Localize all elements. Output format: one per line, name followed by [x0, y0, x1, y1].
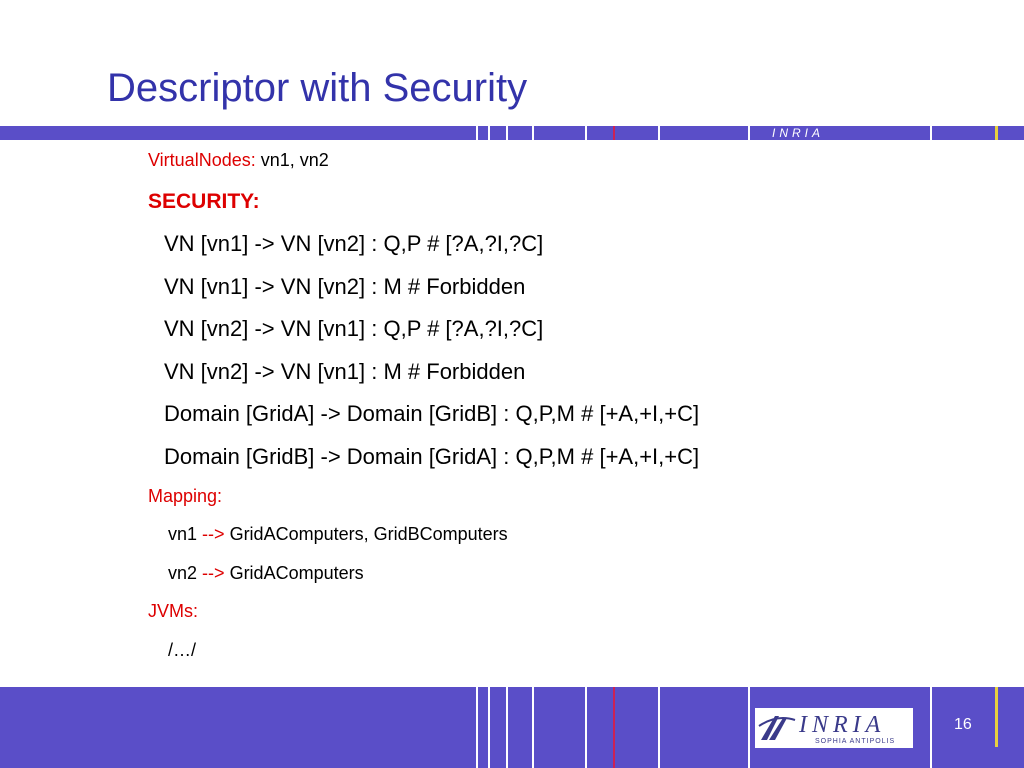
header-band: [0, 126, 1024, 140]
band-line: [585, 126, 587, 140]
band-line: [476, 126, 478, 140]
inria-logo-text: INRIA: [799, 712, 886, 738]
inria-logo: INRIA SOPHIA ANTIPOLIS: [755, 708, 913, 748]
mapping-line: vn1 --> GridAComputers, GridBComputers: [168, 524, 508, 545]
band-line: [476, 687, 478, 768]
mapping-node: vn2: [168, 563, 198, 583]
mapping-node: vn1: [168, 524, 198, 544]
jvms-value: /…/: [168, 640, 197, 660]
virtualnodes-line: VirtualNodes: vn1, vn2: [148, 150, 329, 171]
security-rule: Domain [GridA] -> Domain [GridB] : Q,P,M…: [164, 401, 700, 426]
band-line: [995, 126, 998, 140]
band-line: [585, 687, 587, 768]
band-line: [748, 126, 750, 140]
inria-logo-small: INRIA: [772, 126, 825, 140]
band-line: [930, 687, 932, 768]
band-line: [532, 126, 534, 140]
security-rule: Domain [GridB] -> Domain [GridA] : Q,P,M…: [164, 444, 700, 469]
virtualnodes-value: vn1, vn2: [260, 150, 329, 170]
band-line: [488, 687, 490, 768]
band-line: [658, 126, 660, 140]
security-rule: VN [vn1] -> VN [vn2] : M # Forbidden: [164, 274, 526, 299]
mapping-arrow: -->: [202, 563, 225, 583]
band-line: [613, 126, 615, 140]
mapping-target: GridAComputers, GridBComputers: [229, 524, 508, 544]
security-rule: VN [vn1] -> VN [vn2] : Q,P # [?A,?I,?C]: [164, 231, 544, 256]
mapping-target: GridAComputers: [229, 563, 364, 583]
security-rule: VN [vn2] -> VN [vn1] : M # Forbidden: [164, 359, 526, 384]
band-line: [613, 687, 615, 768]
band-line: [930, 126, 932, 140]
page-number: 16: [954, 716, 972, 733]
band-line: [532, 687, 534, 768]
band-line: [506, 126, 508, 140]
virtualnodes-label: VirtualNodes:: [148, 150, 256, 170]
mapping-line: vn2 --> GridAComputers: [168, 563, 364, 584]
mapping-arrow: -->: [202, 524, 225, 544]
security-rule: VN [vn2] -> VN [vn1] : Q,P # [?A,?I,?C]: [164, 316, 544, 341]
mapping-label: Mapping:: [148, 486, 223, 506]
jvms-label: JVMs:: [148, 601, 199, 621]
slide-title: Descriptor with Security: [107, 66, 528, 110]
band-line: [995, 687, 998, 747]
security-label: SECURITY:: [148, 190, 260, 213]
band-line: [748, 687, 750, 768]
band-line: [488, 126, 490, 140]
inria-logo-subtitle: SOPHIA ANTIPOLIS: [815, 738, 896, 745]
band-line: [506, 687, 508, 768]
inria-swoosh-icon: [758, 716, 796, 740]
band-line: [658, 687, 660, 768]
